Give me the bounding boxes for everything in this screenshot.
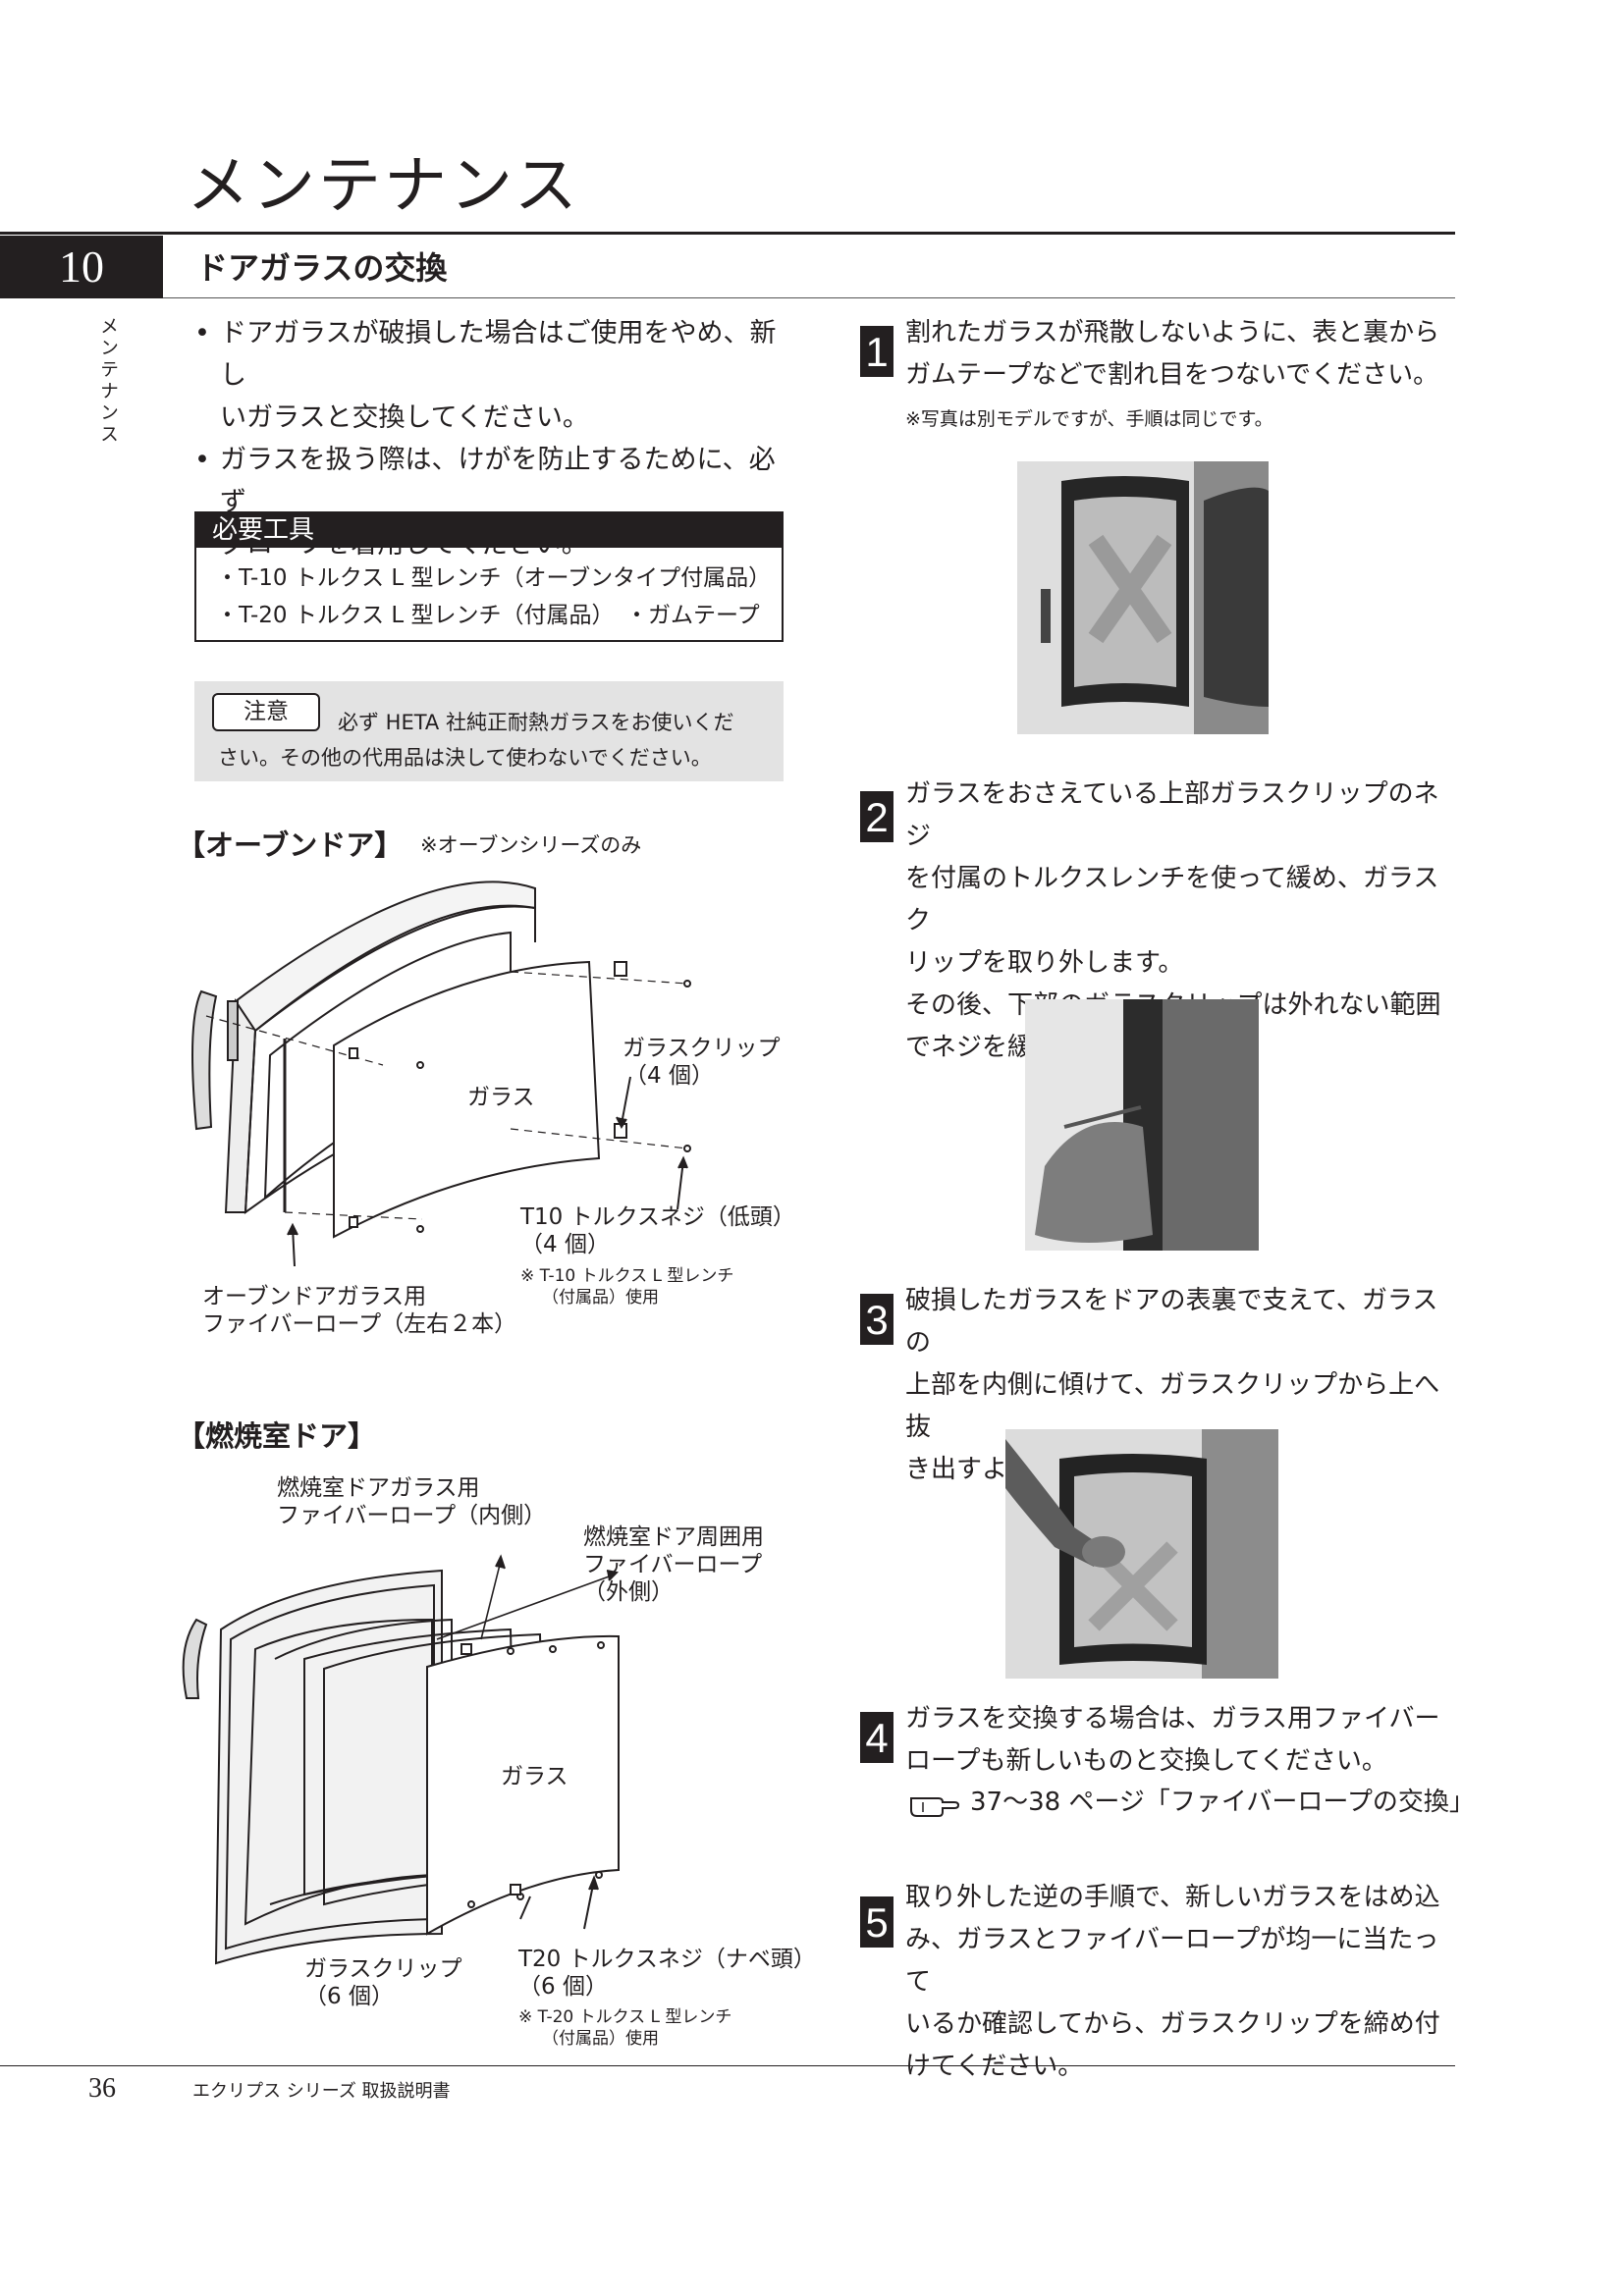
bullet-icon: • — [194, 318, 210, 348]
footer-rule — [0, 2065, 1455, 2066]
document-name: エクリプス シリーズ 取扱説明書 — [192, 2081, 451, 2102]
caution-label: 注意 — [212, 693, 320, 731]
caution-text: さい。その他の代用品は決して使わないでください。 — [218, 746, 712, 770]
required-tools-box: 必要工具 ・T-10 トルクス L 型レンチ（オーブンタイプ付属品） ・T-20… — [194, 511, 784, 642]
oven-clip-count: （4 個） — [624, 1063, 714, 1089]
section-number: 10 — [0, 236, 163, 298]
combustion-door-heading: 【燃焼室ドア】 — [177, 1419, 377, 1453]
combustion-door-diagram — [182, 1554, 620, 1965]
page-reference-link[interactable]: 37～38 ページ「ファイバーロープの交換」 — [970, 1788, 1475, 1817]
combustion-screw-count: （6 個） — [518, 1974, 608, 2000]
oven-rope-label: オーブンドアガラス用 — [202, 1284, 427, 1309]
step-photo — [1017, 461, 1269, 734]
page-number: 36 — [88, 2073, 116, 2104]
intro-bullets: • ドアガラスが破損した場合はご使用をやめ、新し いガラスと交換してください。 … — [192, 312, 791, 565]
oven-glass-label: ガラス — [467, 1085, 535, 1110]
combustion-tool-note: （付属品）使用 — [542, 2029, 659, 2049]
combustion-glass-label: ガラス — [501, 1764, 568, 1789]
pointing-hand-icon — [909, 1790, 960, 1818]
oven-door-diagram — [191, 881, 691, 1266]
chapter-title: メンテナンス — [187, 150, 580, 223]
oven-door-note: ※オーブンシリーズのみ — [420, 833, 642, 857]
step-number: 3 — [860, 1294, 893, 1345]
section-title: ドアガラスの交換 — [196, 249, 448, 287]
step-number: 1 — [860, 326, 893, 377]
tools-line: ・T-20 トルクス L 型レンチ（付属品） ・ガムテープ — [216, 603, 760, 628]
bullet-item: • ドアガラスが破損した場合はご使用をやめ、新し いガラスと交換してください。 — [192, 312, 791, 439]
combustion-screw-label: T20 トルクスネジ（ナベ頭） — [518, 1947, 816, 1972]
combustion-clip-count: （6 個） — [304, 1984, 394, 2009]
inner-rope-label: ファイバーロープ（内側） — [277, 1503, 547, 1528]
oven-tool-note: ※ T-10 トルクス L 型レンチ — [520, 1266, 734, 1286]
step-number: 5 — [860, 1896, 893, 1948]
tools-heading: 必要工具 — [196, 513, 782, 548]
bullet-icon: • — [194, 445, 210, 475]
oven-tool-note: （付属品）使用 — [542, 1288, 659, 1308]
outer-rope-label: （外側） — [583, 1579, 674, 1605]
section-rule — [163, 297, 1455, 298]
title-rule — [0, 232, 1455, 235]
step-note: ※写真は別モデルですが、手順は同じです。 — [905, 408, 1273, 430]
outer-rope-label: 燃焼室ドア周囲用 — [583, 1524, 764, 1550]
step-number: 2 — [860, 791, 893, 842]
bullet-line: ガラスを扱う際は、けがを防止するために、必ず — [220, 445, 776, 517]
bullet-item: • ガラスを扱う際は、けがを防止するために、必ず グローブを着用してください。 — [192, 439, 791, 565]
tools-line: ・T-10 トルクス L 型レンチ（オーブンタイプ付属品） — [216, 565, 772, 591]
bullet-line: いガラスと交換してください。 — [220, 402, 589, 433]
step-number: 4 — [860, 1712, 893, 1763]
step-text: ガラスを交換する場合は、ガラス用ファイバー ロープも新しいものと交換してください… — [905, 1704, 1440, 1776]
oven-screw-label: T10 トルクスネジ（低頭） — [520, 1204, 795, 1230]
combustion-clip-label: ガラスクリップ — [304, 1956, 462, 1982]
step-text: 割れたガラスが飛散しないように、表と裏から ガムテープなどで割れ目をつないでくだ… — [905, 318, 1440, 390]
combustion-tool-note: ※ T-20 トルクス L 型レンチ — [518, 2007, 732, 2027]
oven-rope-label: ファイバーロープ（左右２本） — [202, 1311, 517, 1337]
caution-text: 必ず HETA 社純正耐熱ガラスをお使いくだ — [338, 711, 734, 734]
oven-door-heading: 【オーブンドア】 — [177, 828, 404, 862]
inner-rope-label: 燃焼室ドアガラス用 — [277, 1475, 480, 1501]
bullet-line: ドアガラスが破損した場合はご使用をやめ、新し — [220, 318, 777, 391]
side-tab: メンテナンス — [97, 316, 119, 446]
step-text: 取り外した逆の手順で、新しいガラスをはめ込 み、ガラスとファイバーロープが均一に… — [905, 1883, 1440, 2081]
oven-clip-label: ガラスクリップ — [623, 1036, 781, 1061]
step-photo — [1005, 1429, 1278, 1679]
step-photo — [1025, 999, 1259, 1251]
caution-box: 注意 必ず HETA 社純正耐熱ガラスをお使いくだ さい。その他の代用品は決して… — [194, 681, 784, 781]
oven-screw-count: （4 個） — [520, 1232, 610, 1257]
